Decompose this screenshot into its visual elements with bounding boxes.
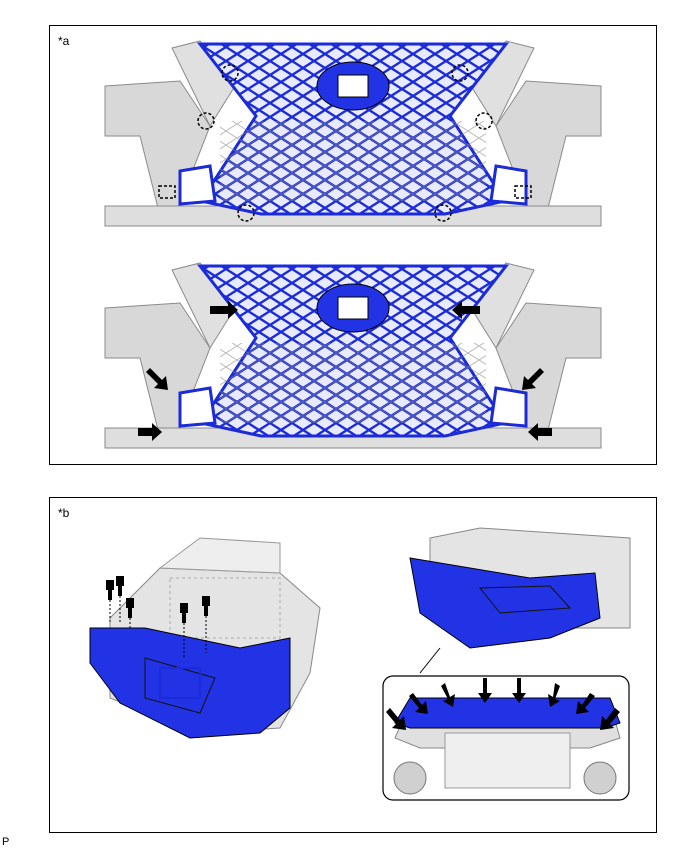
lower-grille-view (104, 262, 602, 449)
clip-circle-marker (221, 64, 239, 82)
claw-marker (158, 185, 176, 199)
upper-grille-view (104, 40, 602, 227)
claw-marker (514, 185, 532, 199)
underside-detail-inset (382, 675, 630, 801)
panel-a-label: *a (58, 34, 70, 48)
clip-circle-marker (451, 64, 469, 82)
bumper-installation-diagram (89, 527, 631, 801)
direction-arrow (386, 678, 620, 730)
clip-circle-marker (434, 204, 452, 222)
bumper-angle-view (409, 527, 631, 674)
direction-arrow (138, 301, 552, 441)
bumper-bolt-view (89, 537, 321, 739)
clip-circle-marker (237, 204, 255, 222)
grille-removal-diagram (104, 40, 602, 449)
clip-circle-marker (475, 112, 493, 130)
panel-a: *a (49, 25, 657, 465)
clip-circle-marker (197, 112, 215, 130)
panel-b-label: *b (58, 506, 70, 520)
figure-code: P (2, 836, 10, 848)
panel-b: *b (49, 497, 657, 833)
bolt-icon (106, 576, 210, 623)
